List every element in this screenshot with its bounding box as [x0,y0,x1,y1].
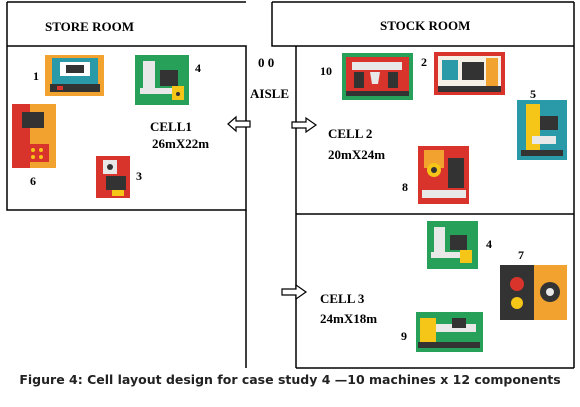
machine-5-label: 5 [530,87,536,101]
arrow-to-cell3 [281,283,308,301]
machine-10-icon [342,53,413,100]
machine-1-label: 1 [33,69,39,83]
figure-caption: Figure 4: Cell layout design for case st… [19,372,561,387]
walls [6,1,575,369]
machine-7-icon [500,265,567,320]
cell3-size: 24mX18m [320,311,377,326]
machine-4-cell1-label: 4 [195,61,201,75]
machine-8-icon [418,146,469,204]
store-room-title: STORE ROOM [45,19,134,34]
aisle-label: AISLE [250,86,289,101]
cell2-size: 20mX24m [328,147,385,162]
machine-10-label: 10 [320,64,332,78]
machine-7-label: 7 [518,248,524,262]
machine-4-icon [427,221,478,269]
machine-8-label: 8 [402,180,408,194]
cell1-title: CELL1 [150,119,192,134]
arrow-to-cell2 [291,116,318,134]
cell2-title: CELL 2 [328,126,372,141]
machine-2-label: 2 [421,55,427,69]
stock-room-title: STOCK ROOM [380,18,470,33]
machine-6-icon [12,104,56,168]
machine-9-label: 9 [401,329,407,343]
machine-4-icon [135,55,189,105]
machine-6-label: 6 [30,174,36,188]
machine-5-icon [517,100,567,160]
machine-1-icon [45,55,104,96]
machine-2-icon [434,52,505,95]
arrow-to-cell1 [227,115,251,133]
cell1-size: 26mX22m [152,136,209,151]
aisle-markers: 0 0 [258,55,274,70]
machine-9-icon [416,312,483,352]
cell3-title: CELL 3 [320,291,365,306]
machine-4-cell3-label: 4 [486,237,492,251]
machine-3-icon [96,156,130,198]
machine-3-label: 3 [136,169,142,183]
